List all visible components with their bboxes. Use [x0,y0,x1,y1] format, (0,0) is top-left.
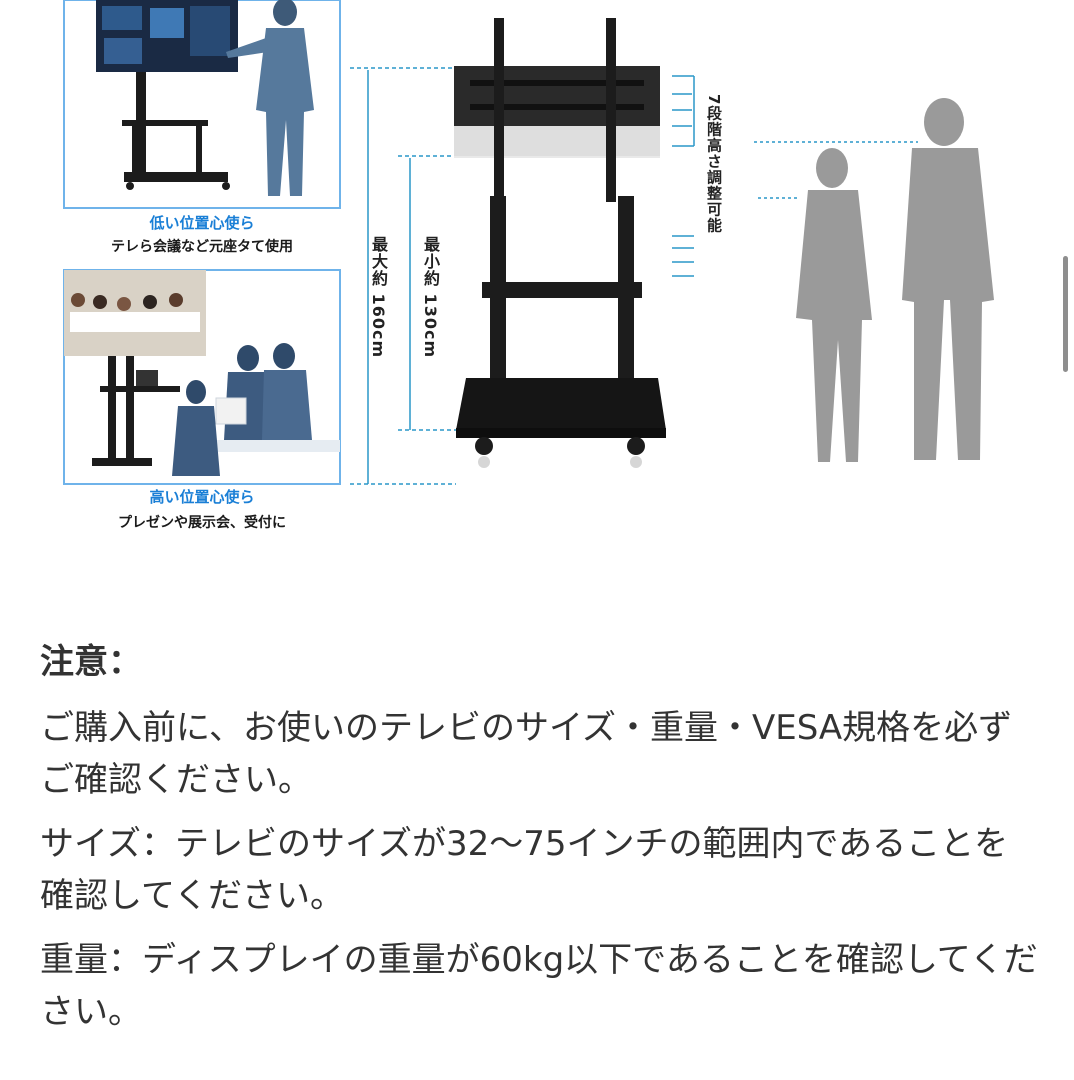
product-image: 低い位置心使ら テレら会議など元座タて使用 高い位置心使ら プレゼンや展示会、受… [63,0,994,531]
high-position-description: プレゼンや展示会、受付に [118,515,286,531]
low-position-caption: 低い位置心使ら [149,214,255,232]
caution-paragraph-purchase: ご購入前に、お使いのテレビのサイズ・重量・VESA規格を必ずご確認ください。 [40,708,1013,800]
low-position-panel [63,0,341,209]
scrollbar[interactable] [1063,256,1068,372]
high-position-panel [63,269,341,485]
min-height-label: 最小約 130cm [421,236,440,359]
tv-stand [454,18,666,468]
adjust-steps-label: 7段階高さ調整可能 [705,94,723,234]
high-position-caption: 高い位置心使ら [149,488,255,506]
low-position-description: テレら会議など元座タて使用 [111,239,293,255]
caution-notes: 注意： ご購入前に、お使いのテレビのサイズ・重量・VESA規格を必ずご確認くださ… [40,636,1040,1050]
tv-stand-illustration [63,0,994,485]
max-height-label: 最大約 160cm [369,236,388,359]
dimension-lines [350,67,918,485]
caution-paragraph-size: サイズ：テレビのサイズが32〜75インチの範囲内であることを確認してください。 [40,824,1009,916]
caution-paragraph-weight: 重量：ディスプレイの重量が60kg以下であることを確認してください。 [40,940,1038,1032]
people-silhouettes [796,98,994,462]
caution-heading: 注意： [40,642,142,682]
